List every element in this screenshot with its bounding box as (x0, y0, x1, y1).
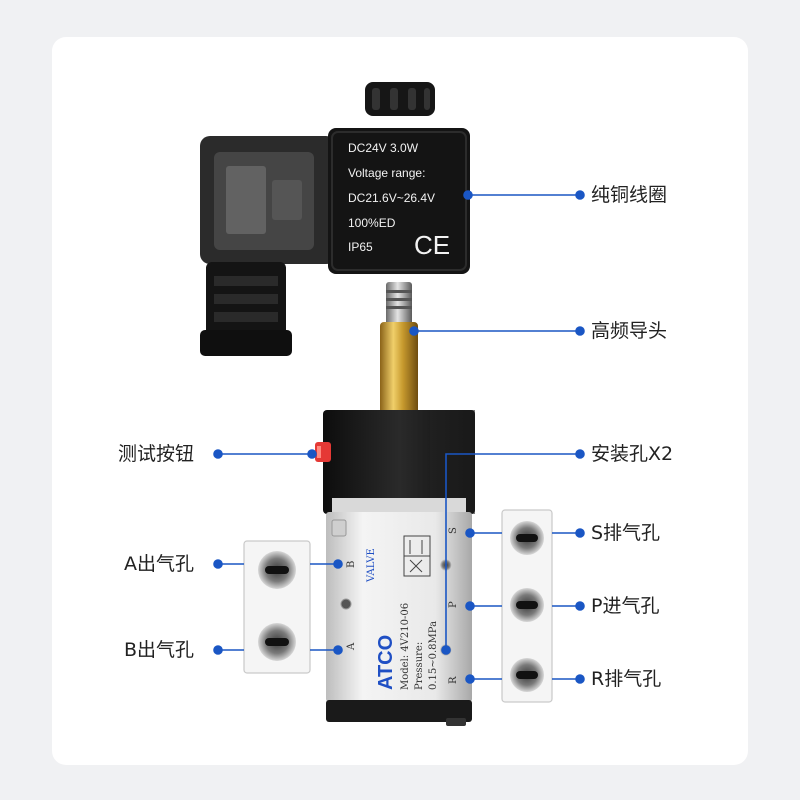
pneumatic-symbol (403, 535, 431, 577)
body-letter-p: P (448, 601, 459, 608)
coil-text-2: Voltage range: (348, 166, 425, 180)
coil-block (328, 128, 470, 274)
body-pressure-range: 0.15~0.8MPa (428, 621, 439, 690)
callout-mount-holes: 安装孔X2 (591, 443, 674, 465)
callout-port-s: S排气孔 (591, 522, 661, 544)
valve-body (326, 512, 472, 702)
body-model: Model: 4V210-06 (400, 603, 411, 690)
callout-lines (213, 190, 585, 684)
armature-tube (380, 282, 418, 414)
connector-housing (200, 136, 336, 356)
coil-nut (365, 82, 435, 116)
body-pressure-label: Pressure: (414, 642, 425, 690)
ce-mark: CE (414, 230, 450, 260)
port-panel-right (501, 509, 553, 703)
body-letter-s: S (448, 527, 459, 534)
callout-coil: 纯铜线圈 (591, 184, 668, 206)
callout-port-r: R排气孔 (591, 668, 662, 690)
port-panel-left (243, 540, 311, 674)
body-letter-a: A (346, 642, 357, 651)
callout-port-b: B出气孔 (124, 639, 195, 661)
coil-text-4: 100%ED (348, 216, 396, 230)
body-brand: ATCO (375, 635, 397, 690)
callout-plunger: 高频导头 (591, 320, 668, 342)
test-button[interactable] (315, 442, 331, 462)
coil-text-3: DC21.6V~26.4V (348, 191, 435, 205)
body-screw (340, 598, 352, 610)
callout-port-p: P进气孔 (591, 595, 660, 617)
body-sub-brand: VALVE (366, 548, 377, 583)
body-label: ATCO Model: 4V210-06 Pressure: 0.15~0.8M… (375, 603, 439, 690)
coil-text-5: IP65 (348, 240, 373, 254)
callout-port-a: A出气孔 (124, 553, 194, 575)
coil-text-1: DC24V 3.0W (348, 141, 419, 155)
body-letter-r: R (448, 676, 459, 684)
callout-test-button: 测试按钮 (118, 443, 195, 465)
body-letter-b: B (346, 561, 357, 568)
